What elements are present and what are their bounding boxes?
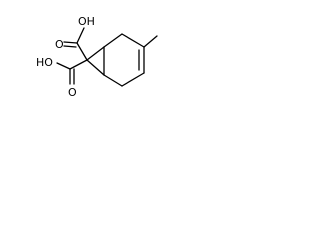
bond-c4-c5 [121,72,145,87]
bond-c1-c2 [103,33,123,48]
bond-c7-c1 [86,46,105,61]
bond-c2-c3 [121,33,145,48]
bond-c7-ca [76,42,88,61]
atom-label-o-lower: O [68,86,77,99]
bond-ca-o-double-1 [63,41,78,44]
bond-c5-c6 [103,74,123,87]
chemical-structure: OH O HO O [36,15,158,99]
atom-label-oh-top: OH [78,15,95,28]
bond-ca-oh [76,27,85,44]
bond-c7-cb [69,59,88,70]
bond-ca-o-double-2 [63,45,77,48]
bond-cb-oh [56,62,71,70]
atom-label-o-upper: O [55,38,64,51]
bond-c7-c6 [86,59,105,76]
bond-c3-methyl [143,35,158,48]
atom-label-ho-left: HO [36,56,53,69]
